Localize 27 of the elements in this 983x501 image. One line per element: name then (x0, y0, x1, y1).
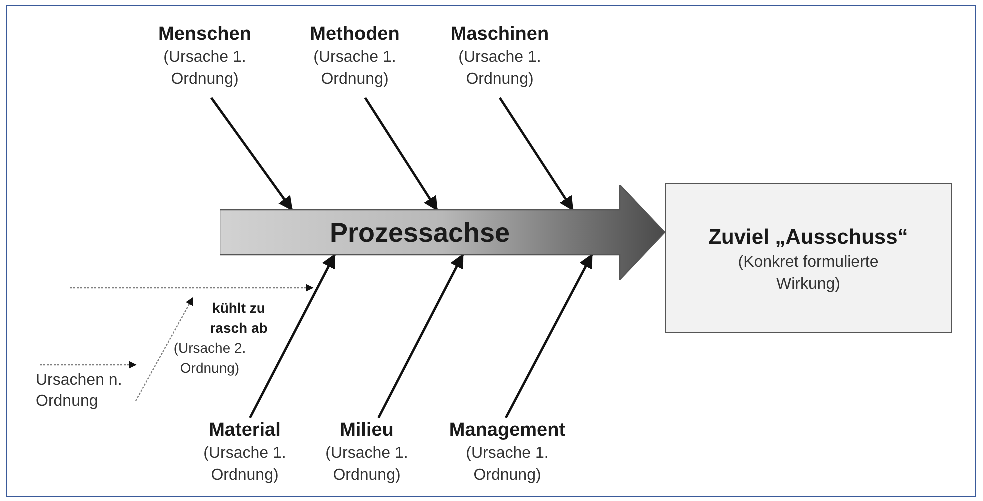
cause-heading: Maschinen (450, 23, 550, 47)
cause-heading: Management (448, 419, 567, 443)
cause-heading: Material (208, 419, 282, 443)
cause-note: (Ursache 1. Ordnung) (458, 48, 542, 90)
cause-heading: Menschen (158, 23, 252, 47)
arrow (504, 254, 594, 419)
cause-heading: Methoden (309, 23, 401, 47)
axis-label: Prozessachse (328, 217, 512, 250)
cause-heading: kühlt zu rasch ab (209, 299, 269, 338)
arrow (378, 254, 464, 419)
arrow (364, 97, 438, 212)
effect-box (665, 183, 952, 333)
cause-note: (Ursache 2. Ordnung) (172, 339, 248, 378)
cause-note: (Ursache 1. Ordnung) (465, 444, 550, 486)
cause-label: Ursachen n. Ordnung (36, 371, 124, 412)
arrow (135, 297, 194, 402)
arrow (249, 254, 336, 419)
arrow (499, 97, 574, 212)
cause-note: (Ursache 1. Ordnung) (202, 444, 288, 486)
cause-note: (Ursache 1. Ordnung) (312, 48, 398, 90)
arrow (40, 361, 137, 369)
cause-heading: Milieu (339, 419, 395, 443)
arrow (210, 97, 294, 212)
effect-note: (Konkret formulierte Wirkung) (737, 253, 880, 295)
cause-note: (Ursache 1. Ordnung) (162, 48, 248, 90)
effect-heading: Zuviel „Ausschuss“ (708, 225, 910, 251)
cause-note: (Ursache 1. Ordnung) (324, 444, 410, 486)
